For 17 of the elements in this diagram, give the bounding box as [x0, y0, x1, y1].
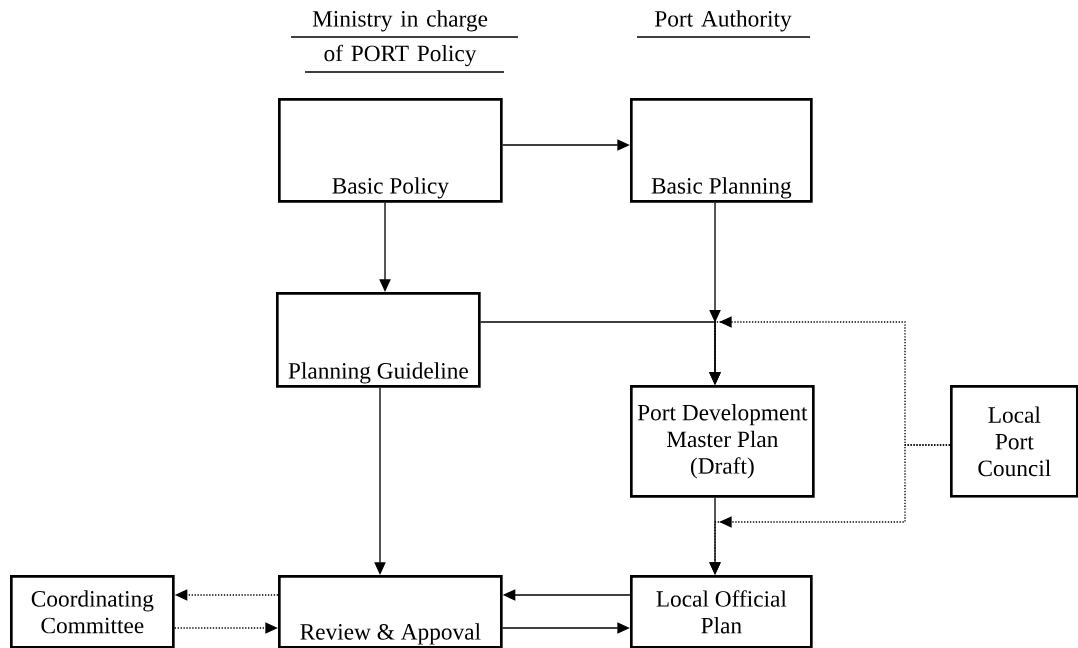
process-box: Local Port Council	[950, 385, 1078, 498]
process-box: Local Official Plan	[630, 575, 813, 648]
process-box: Review & Appoval	[278, 575, 503, 648]
arrow	[480, 310, 721, 385]
arrow	[502, 622, 630, 634]
process-box: Basic Policy	[278, 98, 503, 203]
process-box: Planning Guideline	[276, 292, 481, 388]
arrow	[379, 202, 391, 292]
column-heading: Port Authority	[636, 10, 811, 38]
arrow	[374, 387, 386, 575]
process-box: Port Development Master Plan (Draft)	[630, 385, 815, 498]
arrow	[709, 497, 721, 575]
arrow	[502, 139, 630, 151]
process-box: Coordinating Committee	[10, 575, 175, 648]
process-box: Basic Planning	[630, 98, 813, 203]
column-heading: Ministry in charge of PORT Policy	[290, 10, 519, 73]
arrow	[174, 622, 278, 634]
